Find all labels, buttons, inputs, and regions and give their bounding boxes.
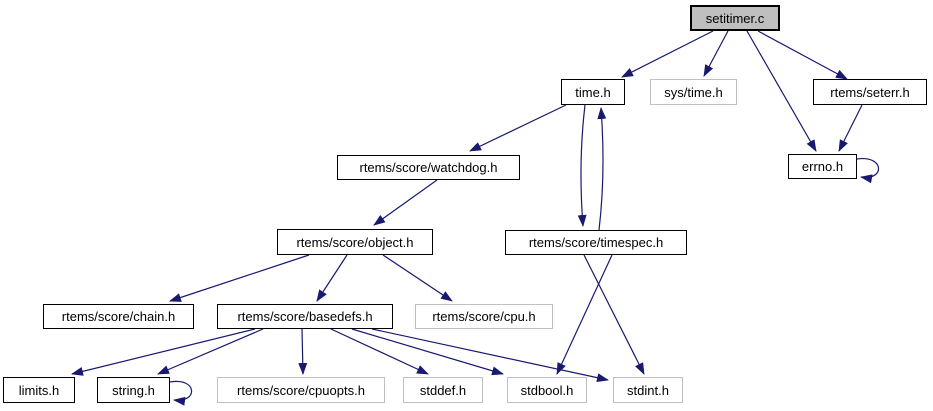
edge-watchdog-to-object [373, 179, 438, 226]
edge-seterr-to-errno [838, 104, 863, 152]
node-sys-time-h: sys/time.h [650, 79, 737, 105]
edge-timespec-to-stdint [583, 254, 645, 375]
edge-time-to-watchdog [469, 104, 567, 152]
edge-object-to-chain [169, 254, 310, 302]
node-stdbool-h: stdbool.h [507, 377, 587, 403]
edge-basedefs-to-cpuopts [298, 328, 308, 375]
edge-object-to-basedefs [316, 254, 348, 302]
node-rtems-score-chain-h[interactable]: rtems/score/chain.h [43, 304, 194, 329]
node-rtems-score-basedefs-h[interactable]: rtems/score/basedefs.h [217, 304, 393, 329]
node-rtems-seterr-h[interactable]: rtems/seterr.h [813, 79, 927, 105]
edge-setitimer-to-sys-time [703, 30, 729, 77]
edge-timespec-to-stdbool [556, 254, 613, 375]
node-stdint-h: stdint.h [613, 377, 683, 403]
node-errno-h[interactable]: errno.h [788, 154, 857, 179]
edge-object-to-cpu [382, 254, 453, 302]
node-string-h[interactable]: string.h [97, 377, 170, 403]
edge-setitimer-to-errno [746, 30, 817, 152]
edge-basedefs-to-limits [71, 328, 256, 376]
edge-string-self-loop [169, 380, 193, 406]
node-stddef-h: stddef.h [403, 377, 483, 403]
node-rtems-score-cpu-h: rtems/score/cpu.h [415, 304, 553, 329]
edge-basedefs-to-stdbool [351, 328, 504, 376]
edge-setitimer-to-time [621, 30, 714, 78]
node-rtems-score-object-h[interactable]: rtems/score/object.h [277, 229, 433, 255]
node-rtems-score-timespec-h[interactable]: rtems/score/timespec.h [505, 230, 687, 255]
node-rtems-score-watchdog-h[interactable]: rtems/score/watchdog.h [337, 155, 520, 180]
edge-basedefs-to-stddef [330, 328, 429, 375]
edge-basedefs-to-string [157, 328, 264, 375]
node-setitimer-c: setitimer.c [690, 5, 780, 31]
edge-errno-self-loop [856, 158, 880, 184]
edge-timespec-to-time [597, 107, 607, 231]
node-time-h[interactable]: time.h [561, 79, 625, 105]
edge-basedefs-to-stdint [371, 328, 609, 383]
edge-time-to-timespec [577, 104, 587, 227]
edge-setitimer-to-seterr [757, 30, 848, 80]
node-limits-h[interactable]: limits.h [3, 377, 75, 403]
node-rtems-score-cpuopts-h: rtems/score/cpuopts.h [217, 377, 385, 403]
